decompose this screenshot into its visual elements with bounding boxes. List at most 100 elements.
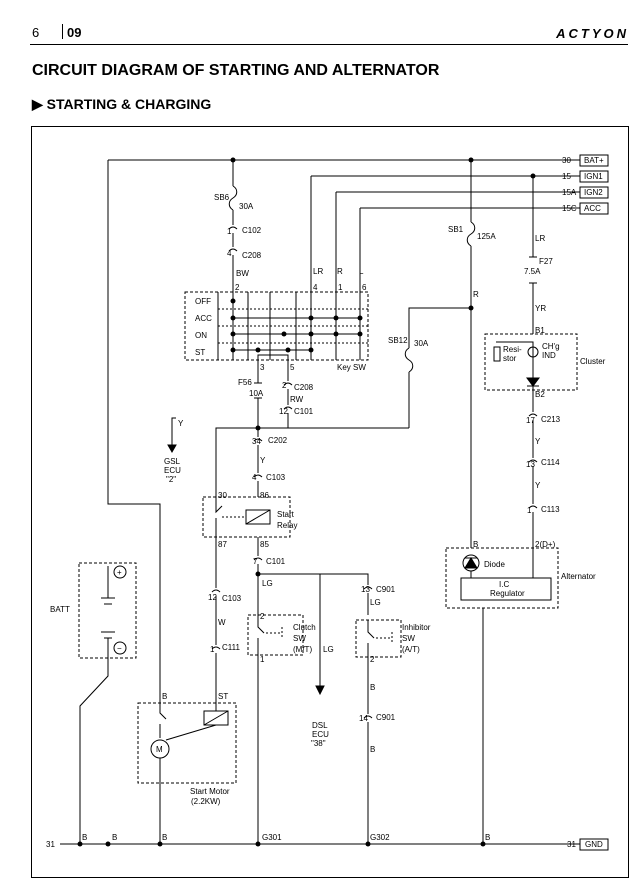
label-y3: Y <box>535 437 541 446</box>
terminal-31: 31 <box>567 840 576 849</box>
terminal-acc: ACC <box>584 204 601 213</box>
battery-plus-icon: + <box>117 568 122 577</box>
label-pin13: 13 <box>361 585 370 594</box>
label-30a: 30A <box>239 202 254 211</box>
label-batt: BATT <box>50 605 70 614</box>
label-lr2: LR <box>535 234 545 243</box>
label-b2-pin: B2 <box>535 390 545 399</box>
label-clutch: Clutch <box>293 623 316 632</box>
label-dsl: DSL <box>312 721 328 730</box>
label-inhibitor-at: (A/T) <box>402 645 420 654</box>
label-pin1: 1 <box>227 227 232 236</box>
label-g302: G302 <box>370 833 390 842</box>
label-dsl-ecu: ECU <box>312 730 329 739</box>
label-c202: C202 <box>268 436 288 445</box>
label-inhibitor-sw: SW <box>402 634 415 643</box>
label-pin2d: 2 <box>370 655 375 664</box>
label-pin12b: 12 <box>208 593 217 602</box>
label-st: ST <box>195 348 205 357</box>
section-number: 09 <box>67 25 82 40</box>
label-sb6: SB6 <box>214 193 230 202</box>
label-motor-st: ST <box>218 692 228 701</box>
battery-minus-icon: − <box>117 644 122 653</box>
header-rule <box>30 44 628 45</box>
label-relay-86: 86 <box>260 491 269 500</box>
label-relay: Relay <box>277 521 297 530</box>
terminal-ign2: IGN2 <box>584 188 603 197</box>
label-pin4c: 4 <box>252 473 257 482</box>
label-c208: C208 <box>242 251 262 260</box>
label-alternator: Alternator <box>561 572 596 581</box>
label-pin2b: 2 <box>282 381 287 390</box>
terminal-15c: 15C <box>562 204 577 213</box>
label-gsl-ecu: ECU <box>164 466 181 475</box>
label-sb12: SB12 <box>388 336 408 345</box>
label-lg3: LG <box>323 645 334 654</box>
label-inhibitor: Inhibitor <box>402 623 431 632</box>
label-pin6: 6 <box>362 283 367 292</box>
label-b1-pin: B1 <box>535 326 545 335</box>
label-relay-30: 30 <box>218 491 227 500</box>
diagram-frame <box>31 126 629 878</box>
label-on: ON <box>195 331 207 340</box>
label-bw: BW <box>236 269 249 278</box>
label-lg2: LG <box>370 598 381 607</box>
label-pin4b: 4 <box>313 283 318 292</box>
label-sb1: SB1 <box>448 225 464 234</box>
label-pin17: 17 <box>526 416 535 425</box>
label-c208b: C208 <box>294 383 314 392</box>
label-regulator: Regulator <box>490 589 525 598</box>
brand-logo: ACTYON <box>556 26 629 41</box>
label-rw: RW <box>290 395 304 404</box>
label-c101b: C101 <box>266 557 286 566</box>
label-pin3: 3 <box>260 363 265 372</box>
label-c901: C901 <box>376 585 396 594</box>
label-pin2: 2 <box>235 283 240 292</box>
page-header: 6 09 ACTYON <box>0 0 643 50</box>
header-divider <box>62 24 63 39</box>
label-b1: B <box>370 683 375 692</box>
label-chg: CH'g <box>542 342 560 351</box>
label-start: Start <box>277 510 295 519</box>
label-r2: R <box>473 290 479 299</box>
label-y2: Y <box>260 456 266 465</box>
label-pin13b: 13 <box>526 460 535 469</box>
label-resistor-2: stor <box>503 354 517 363</box>
terminal-15: 15 <box>562 172 571 181</box>
label-75a: 7.5A <box>524 267 541 276</box>
label-key-sw: Key SW <box>337 363 366 372</box>
label-l: L <box>359 267 364 276</box>
label-lg1: LG <box>262 579 273 588</box>
label-125a: 125A <box>477 232 496 241</box>
label-yr: YR <box>535 304 546 313</box>
label-pin34: 34 <box>252 437 261 446</box>
label-clutch-mt: (M/T) <box>293 645 312 654</box>
label-c213: C213 <box>541 415 561 424</box>
label-lr: LR <box>313 267 323 276</box>
label-motor-kw: (2.2KW) <box>191 797 221 806</box>
label-cluster: Cluster <box>580 357 606 366</box>
label-w: W <box>218 618 226 627</box>
label-dsl-pin: "38" <box>311 739 326 748</box>
label-pin1d: 1 <box>260 655 265 664</box>
label-d-plus: 2(D+) <box>535 540 556 549</box>
terminal-bat: BAT+ <box>584 156 604 165</box>
label-pin1b: 1 <box>338 283 343 292</box>
label-y1: Y <box>178 419 184 428</box>
label-relay-85: 85 <box>260 540 269 549</box>
label-c103b: C103 <box>222 594 242 603</box>
label-b2: B <box>370 745 375 754</box>
label-pin7: 7 <box>253 557 258 566</box>
terminal-ign1: IGN1 <box>584 172 603 181</box>
label-c101: C101 <box>294 407 314 416</box>
label-ic: I.C <box>499 580 509 589</box>
label-gnd-b4: B <box>485 833 490 842</box>
section-subtitle: ▶ STARTING & CHARGING <box>32 96 212 112</box>
terminal-gnd: GND <box>585 840 603 849</box>
label-pin12: 12 <box>279 407 288 416</box>
label-resistor: Resi- <box>503 345 522 354</box>
terminal-15a: 15A <box>562 188 577 197</box>
page-number: 6 <box>32 25 40 40</box>
label-10a: 10A <box>249 389 264 398</box>
